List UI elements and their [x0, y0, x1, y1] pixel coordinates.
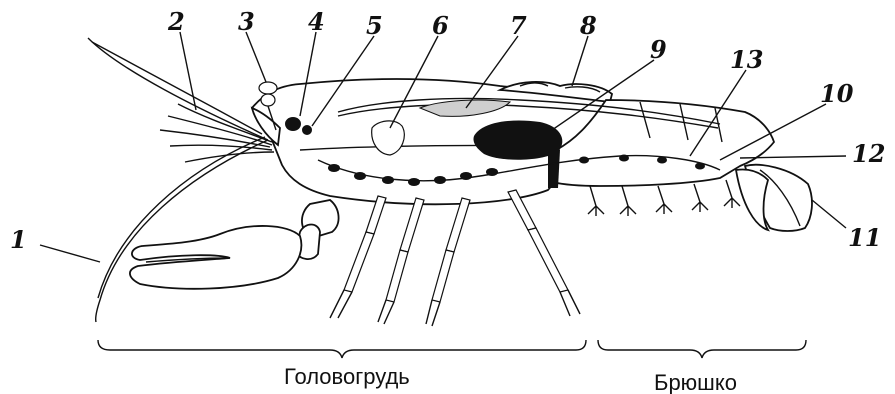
label-12: 12 [852, 139, 885, 168]
label-4: 4 [308, 7, 325, 36]
section-label-abdomen: Брюшко [654, 370, 737, 394]
label-8: 8 [579, 11, 597, 40]
section-braces [98, 340, 806, 358]
label-1: 1 [10, 225, 27, 254]
walking-legs [330, 190, 580, 326]
label-9: 9 [650, 35, 667, 64]
label-3: 3 [238, 7, 255, 36]
label-10: 10 [820, 79, 854, 108]
label-11: 11 [848, 223, 881, 252]
label-7: 7 [510, 11, 527, 40]
cheliped [130, 200, 339, 289]
label-6: 6 [432, 11, 449, 40]
label-13: 13 [730, 45, 763, 74]
section-label-cephalothorax: Головогрудь [284, 364, 410, 389]
label-2: 2 [167, 7, 185, 36]
label-5: 5 [366, 11, 383, 40]
